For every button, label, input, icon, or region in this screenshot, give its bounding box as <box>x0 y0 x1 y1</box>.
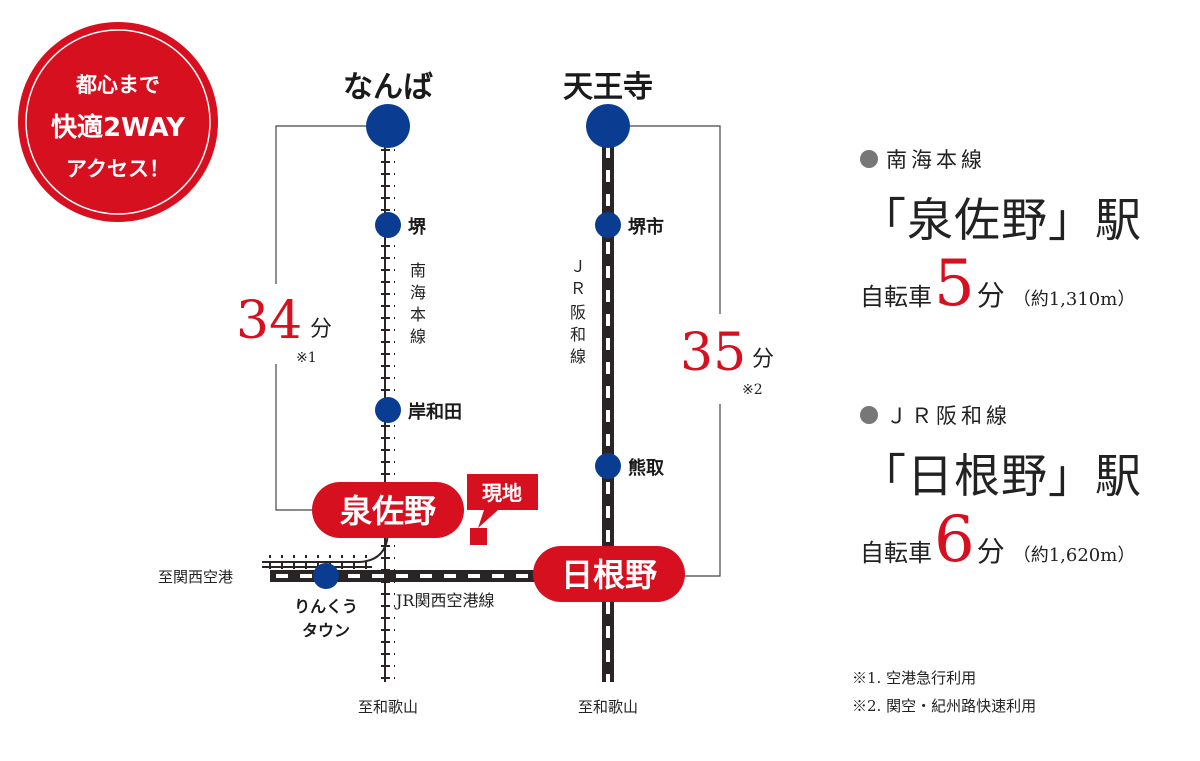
bullet-icon <box>860 150 878 168</box>
station-label-izumisano: 泉佐野 <box>340 492 436 530</box>
station-label-sakaishi: 堺市 <box>628 216 664 238</box>
station-dot-tennoji <box>586 104 630 148</box>
jr-hanwa-line-label: Ｊ Ｒ 阪 和 線 <box>570 257 586 366</box>
info-line-nankai: 南海本線 <box>860 144 1142 174</box>
nankai-char: 海 <box>410 283 426 302</box>
station-label-rinku-2: タウン <box>302 621 350 640</box>
station-izumisano: 泉佐野 <box>312 482 464 538</box>
nankai-airport-ladder <box>262 555 372 569</box>
info-bike-izumisano: 自転車 5 分 （約1,310m） <box>860 252 1142 316</box>
station-dot-kishiwada <box>375 397 401 423</box>
time-left: 34 分 ※1 <box>232 284 342 366</box>
time-right-unit: 分 <box>752 347 774 372</box>
time-right-note: ※2 <box>742 382 763 398</box>
jr-hanwa-char: Ｒ <box>570 279 586 298</box>
footnote-1: ※1. 空港急行利用 <box>852 669 977 687</box>
nankai-char: 南 <box>410 261 426 280</box>
bike-distance: （約1,310m） <box>1012 289 1136 310</box>
badge-line3: アクセス！ <box>66 157 170 181</box>
station-label-kumatori: 熊取 <box>628 457 665 479</box>
direction-wakayama-jr: 至和歌山 <box>578 698 638 716</box>
nankai-char: 線 <box>410 327 426 346</box>
badge-line2: 快適2WAY <box>51 112 186 143</box>
bike-prefix: 自転車 <box>860 283 932 311</box>
time-left-number: 34 <box>236 291 302 351</box>
bike-distance: （約1,620m） <box>1012 545 1136 566</box>
footnote-2: ※2. 関空・紀州路快速利用 <box>852 697 1037 715</box>
info-line-jr: ＪＲ阪和線 <box>860 400 1142 430</box>
bike-prefix: 自転車 <box>860 539 932 567</box>
info-line-label: 南海本線 <box>886 148 986 172</box>
station-label-hineno: 日根野 <box>561 556 657 594</box>
info-station-hineno: 「日根野」駅 <box>860 449 1142 503</box>
jr-kanku-line <box>270 570 608 582</box>
station-label-tennoji: 天王寺 <box>563 70 653 105</box>
bike-unit: 分 <box>976 279 1005 312</box>
info-line-label: ＪＲ阪和線 <box>886 404 1011 428</box>
station-label-sakai: 堺 <box>408 216 427 238</box>
bike-minutes: 5 <box>934 247 975 321</box>
jr-hanwa-char: 和 <box>570 325 586 344</box>
nankai-char: 本 <box>410 305 426 324</box>
nankai-line-label: 南 海 本 線 <box>410 261 426 346</box>
station-dot-kumatori <box>595 453 621 479</box>
station-hineno: 日根野 <box>533 546 685 602</box>
time-right: 35 分 ※2 <box>676 314 786 404</box>
jr-kanku-line-label: JR関西空港線 <box>394 591 494 610</box>
station-dot-rinku <box>313 563 339 589</box>
info-block-hineno: ＪＲ阪和線 「日根野」駅 自転車 6 分 （約1,620m） <box>860 400 1142 572</box>
jr-hanwa-char: Ｊ <box>570 257 586 276</box>
jr-hanwa-char: 線 <box>570 347 586 366</box>
info-station-izumisano: 「泉佐野」駅 <box>860 193 1142 247</box>
site-label: 現地 <box>482 481 522 505</box>
access-badge: 都心まで 快適2WAY アクセス！ <box>18 22 218 222</box>
direction-kanku: 至関西空港 <box>158 568 233 586</box>
info-block-izumisano: 南海本線 「泉佐野」駅 自転車 5 分 （約1,310m） <box>860 144 1142 316</box>
station-dot-sakai <box>375 212 401 238</box>
time-left-unit: 分 <box>310 317 332 342</box>
station-label-namba: なんば <box>343 70 433 105</box>
footnotes: ※1. 空港急行利用 ※2. 関空・紀州路快速利用 <box>852 664 1036 720</box>
station-label-rinku-1: りんくう <box>294 597 358 616</box>
jr-hanwa-char: 阪 <box>570 303 586 322</box>
site-square <box>470 528 487 545</box>
bullet-icon <box>860 406 878 424</box>
time-left-note: ※1 <box>296 350 317 366</box>
direction-wakayama-nankai: 至和歌山 <box>358 698 418 716</box>
info-bike-hineno: 自転車 6 分 （約1,620m） <box>860 508 1142 572</box>
site-marker: 現地 <box>467 474 538 545</box>
station-dot-namba <box>366 104 410 148</box>
bike-minutes: 6 <box>934 503 975 577</box>
bike-unit: 分 <box>976 535 1005 568</box>
time-right-number: 35 <box>680 323 746 383</box>
station-dot-sakaishi <box>595 212 621 238</box>
badge-line1: 都心まで <box>75 73 160 97</box>
station-label-kishiwada: 岸和田 <box>408 401 462 423</box>
